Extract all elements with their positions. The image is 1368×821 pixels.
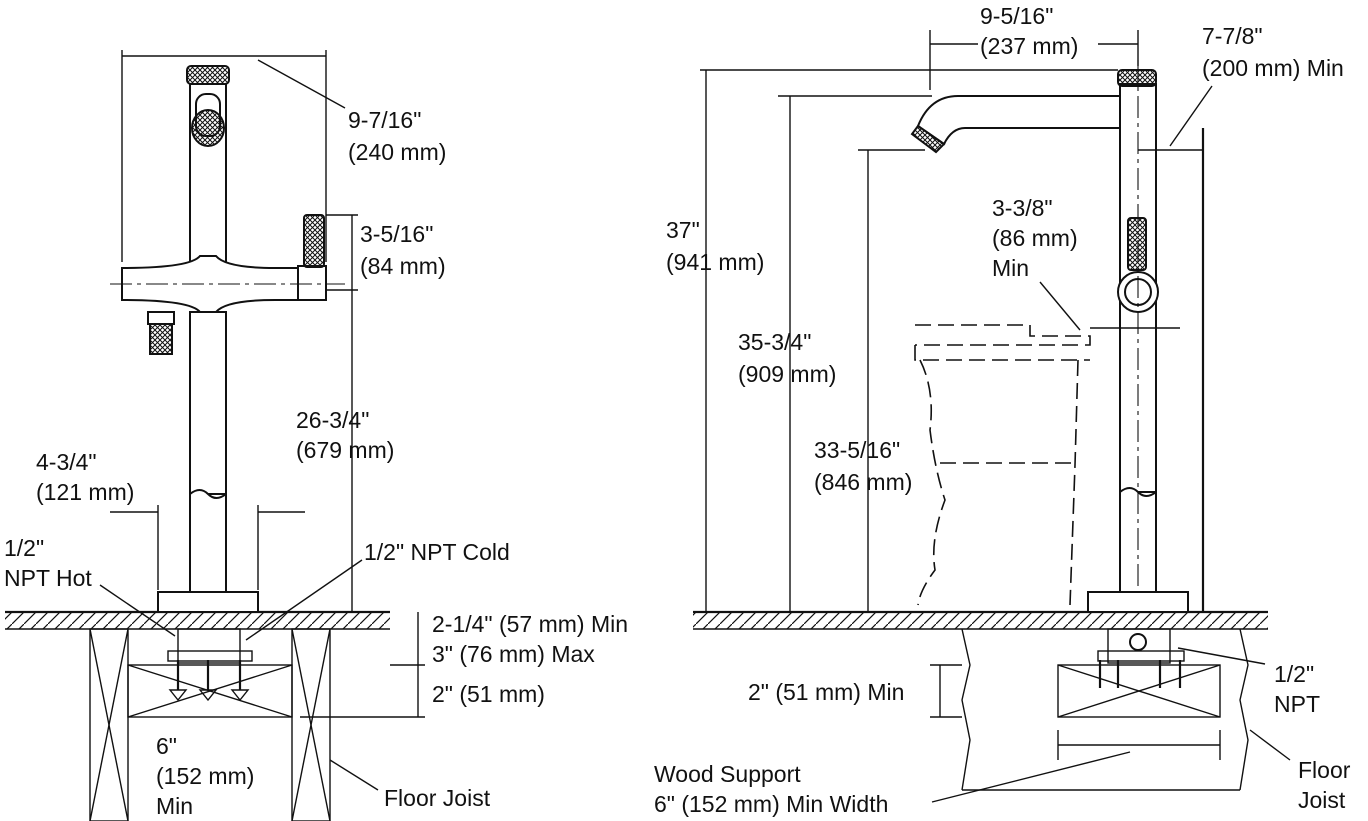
rim-line2: (86 mm) — [992, 225, 1078, 251]
rim-line3: Min — [992, 255, 1029, 281]
left-faucet-body — [110, 65, 345, 613]
wall-in: 7-7/8" — [1202, 23, 1263, 49]
outlet-mm: (846 mm) — [814, 469, 912, 495]
left-width-mm: (240 mm) — [348, 139, 446, 165]
cold-label: 1/2" NPT Cold — [364, 539, 510, 565]
rim-line1: 3-3/8" — [992, 195, 1053, 221]
left-handle-in: 3-5/16" — [360, 221, 433, 247]
left-handle-mm: (84 mm) — [360, 253, 446, 279]
left-base-in: 4-3/4" — [36, 449, 97, 475]
wood-support-line2: 6" (152 mm) Min Width — [654, 791, 888, 817]
floor-joist-line2: Joist — [1298, 787, 1346, 813]
total-in: 37" — [666, 217, 700, 243]
left-base-mm: (121 mm) — [36, 479, 134, 505]
floor-max-label: 3" (76 mm) Max — [432, 641, 595, 667]
left-labels: 9-7/16" (240 mm) 3-5/16" (84 mm) 26-3/4"… — [4, 107, 628, 819]
right-dimension-lines — [700, 30, 1291, 803]
right-side-view: 9-5/16" (237 mm) 7-7/8" (200 mm) Min 37"… — [654, 3, 1351, 817]
npt-line2: NPT — [1274, 691, 1320, 717]
reach-mm: (237 mm) — [980, 33, 1078, 59]
floor-min-label: 2-1/4" (57 mm) Min — [432, 611, 628, 637]
hot-label-line2: NPT Hot — [4, 565, 92, 591]
outlet-in: 33-5/16" — [814, 437, 900, 463]
right-mounting-hardware — [1097, 628, 1185, 688]
floor-joist-line1: Floor — [1298, 757, 1351, 783]
left-width-in: 9-7/16" — [348, 107, 421, 133]
left-height-mm: (679 mm) — [296, 437, 394, 463]
left-support-label: 2" (51 mm) — [432, 681, 545, 707]
right-labels: 9-5/16" (237 mm) 7-7/8" (200 mm) Min 37"… — [654, 3, 1351, 817]
wall-mm: (200 mm) Min — [1202, 55, 1344, 81]
left-wood-support — [127, 664, 293, 718]
left-height-in: 26-3/4" — [296, 407, 369, 433]
right-faucet-body — [910, 60, 1189, 613]
spout-in: 35-3/4" — [738, 329, 811, 355]
right-floor-joist — [961, 628, 1249, 791]
spout-mm: (909 mm) — [738, 361, 836, 387]
npt-line1: 1/2" — [1274, 661, 1314, 687]
left-mounting-hardware — [167, 628, 253, 702]
left-floor — [5, 610, 390, 630]
joist-space-line3: Min — [156, 793, 193, 819]
left-dimension-lines — [99, 50, 425, 791]
support-min-label: 2" (51 mm) Min — [748, 679, 904, 705]
total-mm: (941 mm) — [666, 249, 764, 275]
hot-label-line1: 1/2" — [4, 535, 44, 561]
joist-space-line1: 6" — [156, 733, 177, 759]
left-floor-joist-label: Floor Joist — [384, 785, 491, 811]
left-floor-joists — [89, 628, 331, 821]
toilet-outline — [914, 324, 1091, 606]
left-front-view: 9-7/16" (240 mm) 3-5/16" (84 mm) 26-3/4"… — [4, 50, 628, 821]
reach-in: 9-5/16" — [980, 3, 1053, 29]
joist-space-line2: (152 mm) — [156, 763, 254, 789]
wood-support-line1: Wood Support — [654, 761, 801, 787]
right-floor — [693, 610, 1268, 630]
right-wood-support — [1057, 664, 1221, 718]
